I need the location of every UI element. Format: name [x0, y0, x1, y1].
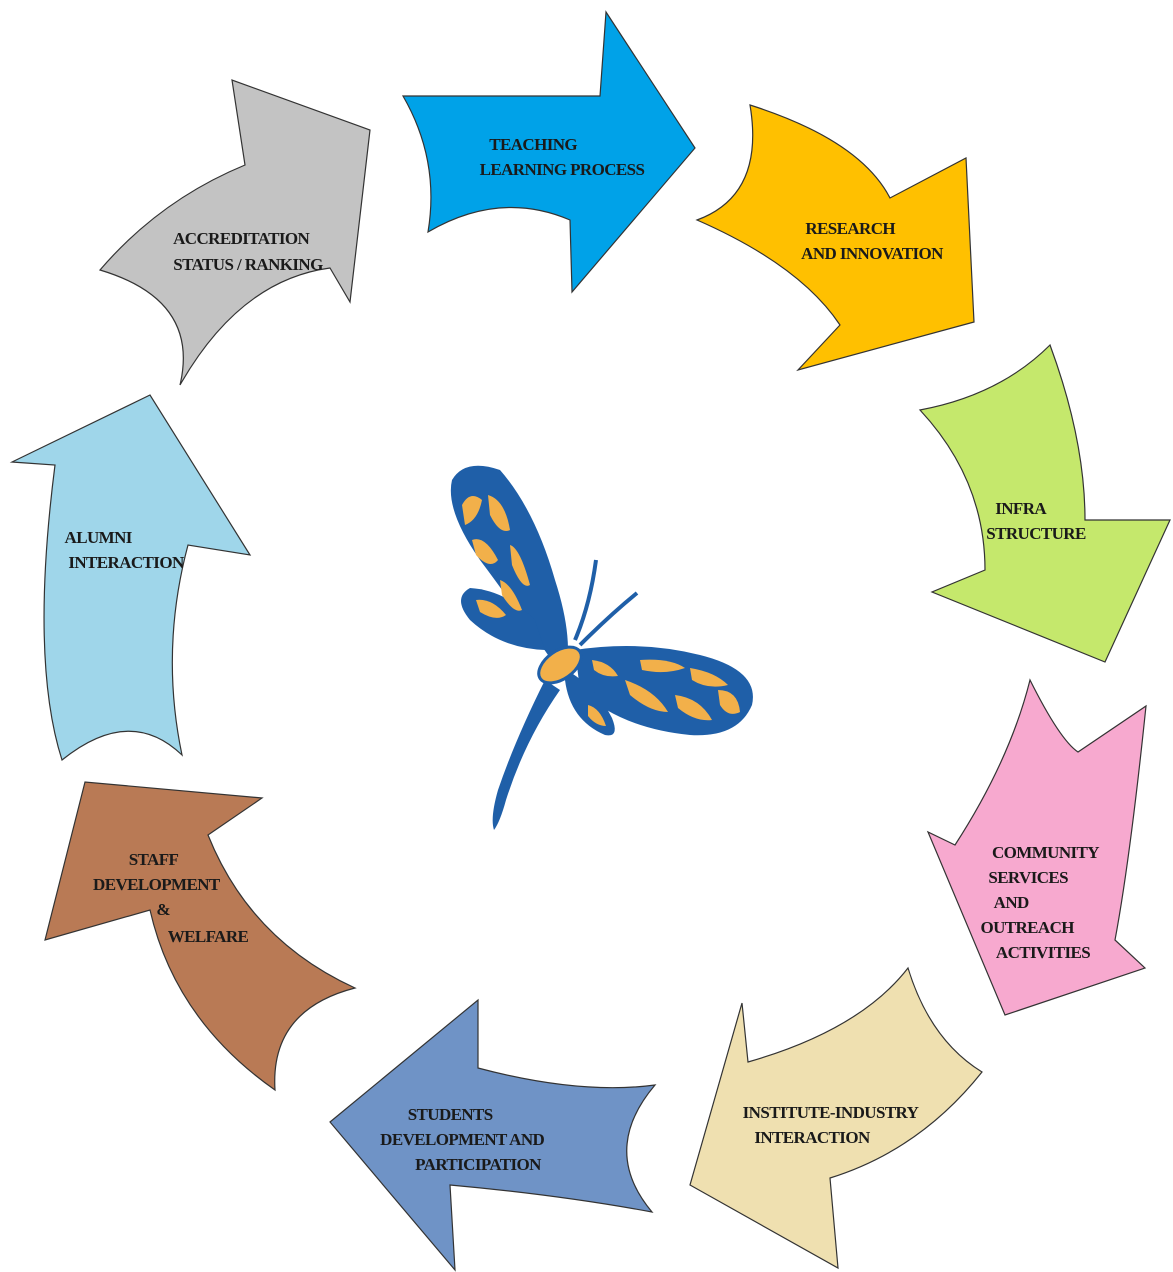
step-research-line-2: AND INNOVATION [801, 244, 944, 263]
step-research-arrow-shape [695, 104, 975, 372]
butterfly-antenna-2 [578, 591, 639, 647]
step-community-line-4: OUTREACH [980, 918, 1074, 937]
butterfly-spot [675, 695, 712, 721]
step-community: COMMUNITY SERVICES AND OUTREACH ACTIVITI… [926, 678, 1147, 1016]
step-students-line-1: STUDENTS [408, 1105, 493, 1124]
step-students-line-2: DEVELOPMENT AND [380, 1130, 544, 1149]
step-accreditation-arrow-shape [98, 79, 371, 386]
step-accreditation-line-2: STATUS / RANKING [173, 255, 323, 274]
step-teaching-label: TEACHING LEARNING PROCESS [480, 135, 645, 179]
step-industry-line-2: INTERACTION [754, 1128, 871, 1147]
step-alumni-line-1: ALUMNI [65, 528, 133, 547]
step-alumni-line-2: INTERACTION [68, 553, 185, 572]
step-staff-line-3: & [156, 900, 170, 919]
butterfly-spot [592, 660, 618, 677]
step-staff-line-4: WELFARE [168, 927, 249, 946]
step-alumni-arrow-shape [9, 394, 252, 762]
step-staff-line-1: STAFF [129, 850, 179, 869]
step-staff-label: STAFF DEVELOPMENT & WELFARE [93, 850, 248, 946]
step-industry-arrow-shape [689, 966, 983, 1270]
step-staff: STAFF DEVELOPMENT & WELFARE [44, 781, 357, 1092]
step-staff-arrow-shape [44, 781, 357, 1092]
step-infra: INFRA STRUCTURE [918, 343, 1171, 663]
step-community-line-5: ACTIVITIES [996, 943, 1090, 962]
butterfly-spot [462, 496, 482, 525]
step-industry: INSTITUTE-INDUSTRY INTERACTION [689, 966, 983, 1270]
step-industry-line-1: INSTITUTE-INDUSTRY [743, 1103, 919, 1122]
step-infra-line-1: INFRA [995, 499, 1047, 518]
step-research-label: RESEARCH AND INNOVATION [801, 219, 944, 263]
butterfly-spot [510, 545, 530, 586]
step-community-line-2: SERVICES [988, 868, 1068, 887]
step-research: RESEARCH AND INNOVATION [695, 104, 975, 372]
step-alumni: ALUMNI INTERACTION [9, 394, 252, 762]
step-community-label: COMMUNITY SERVICES AND OUTREACH ACTIVITI… [980, 843, 1102, 962]
step-teaching: TEACHING LEARNING PROCESS [401, 10, 696, 294]
butterfly-tail [492, 680, 560, 830]
step-accreditation-line-1: ACCREDITATION [173, 229, 310, 248]
step-teaching-arrow-shape [401, 10, 696, 294]
step-students-label: STUDENTS DEVELOPMENT AND PARTICIPATION [380, 1105, 548, 1174]
butterfly-body [537, 645, 583, 685]
step-students-line-3: PARTICIPATION [415, 1155, 542, 1174]
step-teaching-line-2: LEARNING PROCESS [480, 160, 645, 179]
step-community-line-3: AND [994, 893, 1029, 912]
step-infra-label: INFRA STRUCTURE [986, 499, 1086, 543]
butterfly-spot [718, 690, 740, 714]
butterfly-spot [640, 659, 685, 673]
step-research-line-1: RESEARCH [805, 219, 895, 238]
step-infra-line-2: STRUCTURE [986, 524, 1086, 543]
step-industry-label: INSTITUTE-INDUSTRY INTERACTION [743, 1103, 922, 1147]
step-accreditation-label: ACCREDITATION STATUS / RANKING [173, 229, 323, 274]
butterfly-spot [625, 680, 668, 712]
butterfly-spot [588, 705, 606, 726]
butterfly-spot [476, 599, 506, 618]
step-community-line-1: COMMUNITY [992, 843, 1099, 862]
step-community-arrow-shape [926, 678, 1147, 1016]
butterfly-icon [450, 465, 753, 830]
step-infra-arrow-shape [918, 343, 1171, 663]
step-teaching-line-1: TEACHING [489, 135, 577, 154]
butterfly-spot [488, 495, 510, 531]
butterfly-spot [690, 668, 728, 687]
butterfly-upper-wing [450, 465, 568, 655]
butterfly-antenna-1 [573, 559, 598, 641]
butterfly-spot [500, 580, 522, 611]
step-students-arrow-shape [329, 998, 657, 1272]
butterfly-right-wing [575, 646, 753, 736]
butterfly-spot [472, 539, 498, 564]
step-staff-line-2: DEVELOPMENT [93, 875, 221, 894]
step-students: STUDENTS DEVELOPMENT AND PARTICIPATION [329, 998, 657, 1272]
step-alumni-label: ALUMNI INTERACTION [65, 528, 185, 572]
step-accreditation: ACCREDITATION STATUS / RANKING [98, 79, 371, 386]
